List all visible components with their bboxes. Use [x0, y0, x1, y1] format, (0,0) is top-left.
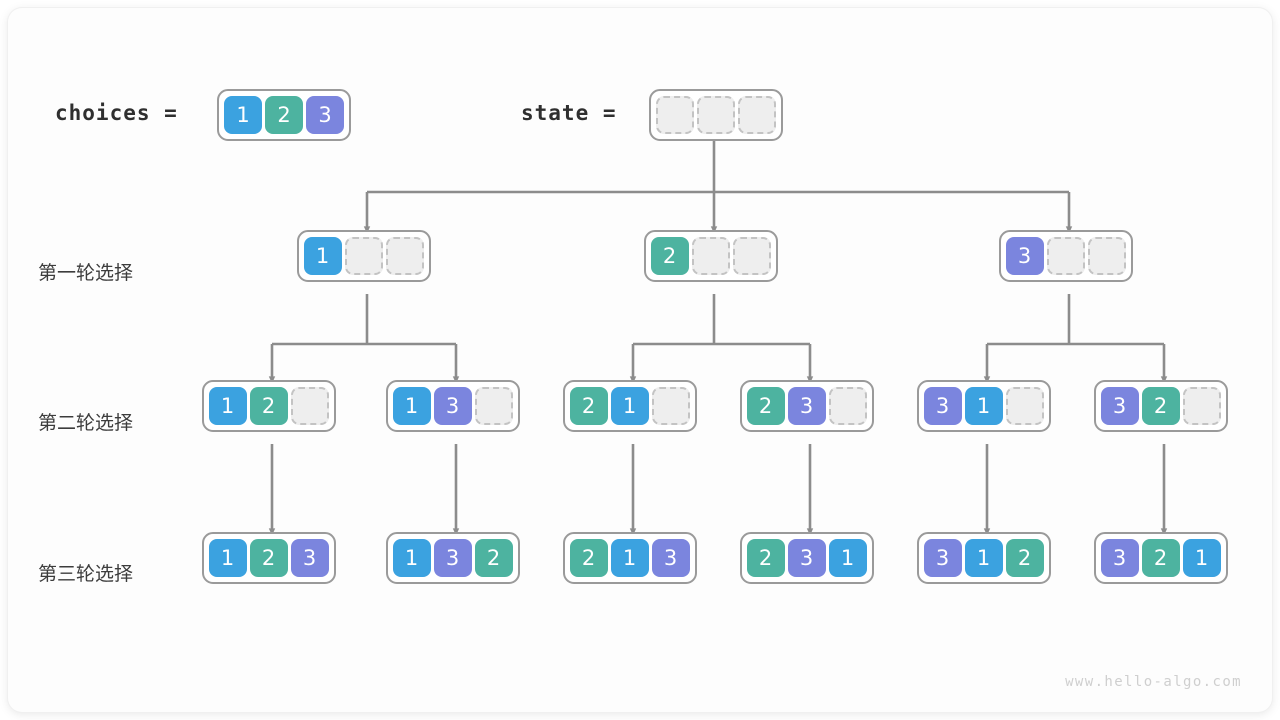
choices-cell-1: 1 [224, 96, 262, 134]
node-r1-n3-cell-3: 3 [1005, 237, 1044, 275]
state-cell-empty [738, 96, 776, 134]
node-r1-n3-cell-empty [1087, 237, 1126, 275]
node-r2-n1-cell-empty [290, 387, 329, 425]
node-r2-n2-cell-1: 1 [392, 387, 431, 425]
choices-cell-3: 3 [306, 96, 344, 134]
node-r3-n2-cell-3: 3 [433, 539, 472, 577]
node-r2-n2-cell-empty [474, 387, 513, 425]
node-r2-n4-cell-2: 2 [746, 387, 785, 425]
node-r3-n3-cell-1: 1 [610, 539, 649, 577]
node-r2-n6-cell-empty [1182, 387, 1221, 425]
node-r2-n5-cell-3: 3 [923, 387, 962, 425]
connector-wires [268, 134, 1168, 536]
node-r2-n3-cell-empty [651, 387, 690, 425]
node-r3-n1-cell-2: 2 [249, 539, 288, 577]
node-r2-n2-cell-3: 3 [433, 387, 472, 425]
node-r3-n5-cell-2: 2 [1005, 539, 1044, 577]
node-r1-n2-cell-2: 2 [650, 237, 689, 275]
node-r2-n3-cell-1: 1 [610, 387, 649, 425]
state-cell-empty [697, 96, 735, 134]
site-watermark: www.hello-algo.com [1065, 674, 1242, 690]
node-r3-n5-cell-3: 3 [923, 539, 962, 577]
state-array [649, 89, 783, 141]
node-r1-n1-cell-empty [344, 237, 383, 275]
node-r3-n3-cell-2: 2 [569, 539, 608, 577]
row-label-round-3: 第三轮选择 [38, 564, 134, 585]
tree-node-r1-n2: 2 [643, 230, 778, 282]
node-r2-n3-cell-2: 2 [569, 387, 608, 425]
node-r3-n6-cell-2: 2 [1141, 539, 1180, 577]
node-r3-n5-cell-1: 1 [964, 539, 1003, 577]
node-r3-n1-cell-3: 3 [290, 539, 329, 577]
node-r3-n2-cell-1: 1 [392, 539, 431, 577]
choices-cell-2: 2 [265, 96, 303, 134]
node-r2-n1-cell-2: 2 [249, 387, 288, 425]
node-r2-n1-cell-1: 1 [208, 387, 247, 425]
node-r2-n4-cell-3: 3 [787, 387, 826, 425]
node-r1-n2-cell-empty [691, 237, 730, 275]
node-r2-n6-cell-2: 2 [1141, 387, 1180, 425]
node-r2-n4-cell-empty [828, 387, 867, 425]
node-r3-n3-cell-3: 3 [651, 539, 690, 577]
node-r1-n1-cell-1: 1 [303, 237, 342, 275]
node-r1-n1-cell-empty [385, 237, 424, 275]
node-r3-n4-cell-1: 1 [828, 539, 867, 577]
node-r3-n4-cell-2: 2 [746, 539, 785, 577]
row-label-round-2: 第二轮选择 [38, 413, 134, 434]
node-r1-n2-cell-empty [732, 237, 771, 275]
state-label: state = [521, 101, 617, 125]
node-r2-n5-cell-1: 1 [964, 387, 1003, 425]
node-r2-n6-cell-3: 3 [1100, 387, 1139, 425]
choices-label: choices = [55, 101, 178, 125]
node-r1-n3-cell-empty [1046, 237, 1085, 275]
node-r3-n2-cell-2: 2 [474, 539, 513, 577]
node-r3-n6-cell-3: 3 [1100, 539, 1139, 577]
node-r3-n1-cell-1: 1 [208, 539, 247, 577]
node-r3-n4-cell-3: 3 [787, 539, 826, 577]
tree-node-r1-n1: 1 [296, 230, 431, 282]
node-r2-n5-cell-empty [1005, 387, 1044, 425]
state-cell-empty [656, 96, 694, 134]
tree-node-r1-n3: 3 [998, 230, 1133, 282]
row-label-round-1: 第一轮选择 [38, 263, 134, 284]
node-r3-n6-cell-1: 1 [1182, 539, 1221, 577]
